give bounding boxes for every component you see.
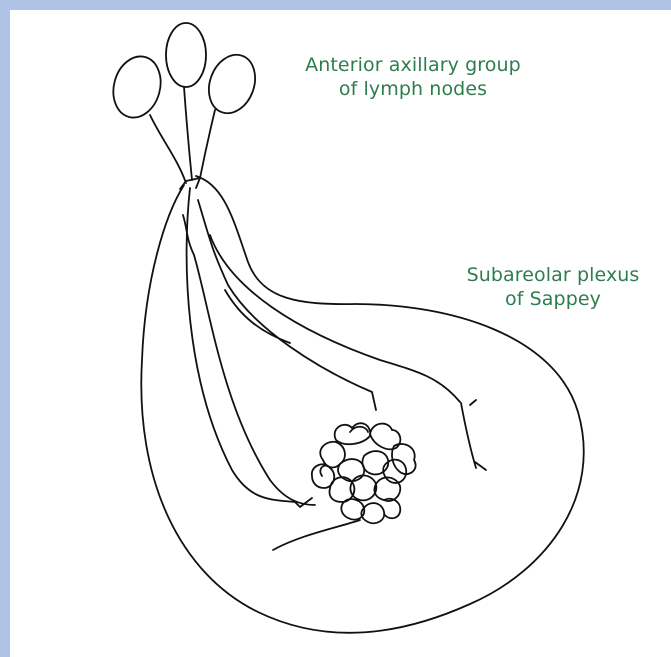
breast-lymphatics-drawing xyxy=(10,10,671,657)
lymph-channel-1 xyxy=(187,188,296,502)
lymph-node-middle xyxy=(166,23,206,87)
diagram-frame: Anterior axillary group of lymph nodes S… xyxy=(10,10,671,657)
subareolar-plexus xyxy=(312,423,416,523)
lymph-channel-5 xyxy=(225,290,290,343)
lymph-channel-branch-right xyxy=(461,400,486,470)
vessel-from-left-node xyxy=(150,115,186,183)
lymph-node-left xyxy=(107,51,167,123)
subareolar-plexus-label-line1: Subareolar plexus xyxy=(443,263,663,287)
vessel-from-right-node xyxy=(200,110,215,178)
lymph-channel-2 xyxy=(183,215,315,505)
anterior-axillary-label-line2: of lymph nodes xyxy=(273,77,553,101)
anterior-axillary-label: Anterior axillary group of lymph nodes xyxy=(273,53,553,101)
vessel-from-middle-node xyxy=(184,87,192,180)
lymph-node-right xyxy=(201,48,263,119)
subareolar-plexus-label-line2: of Sappey xyxy=(443,287,663,311)
breast-outline xyxy=(141,176,583,633)
subareolar-plexus-label: Subareolar plexus of Sappey xyxy=(443,263,663,311)
anterior-axillary-label-line1: Anterior axillary group xyxy=(273,53,553,77)
lymph-channel-tick xyxy=(294,498,312,507)
lymph-channel-lower xyxy=(273,520,360,550)
